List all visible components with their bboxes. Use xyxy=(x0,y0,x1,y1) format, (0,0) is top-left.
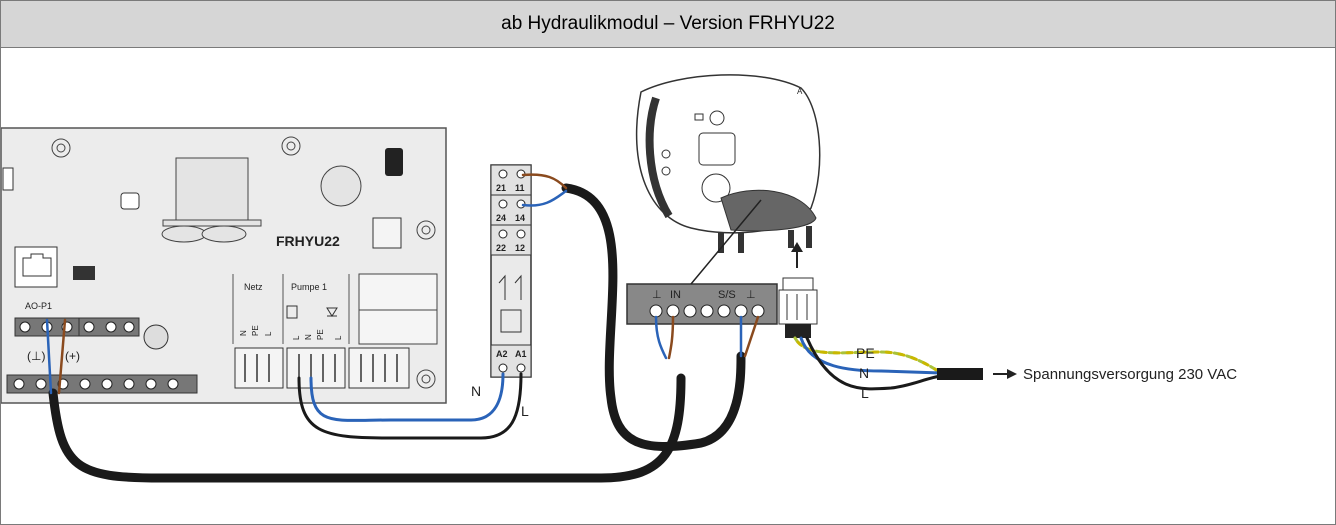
pump-terminal-block: ⊥ IN S/S ⊥ xyxy=(626,283,778,325)
circulation-pump: A xyxy=(635,74,821,253)
wiring-diagram: FRHYU22 AO-P1 (⊥) (+) xyxy=(1,74,1237,483)
pin-label: L xyxy=(292,335,301,340)
pump-connector-cover xyxy=(720,189,817,232)
section-pumpe-label: Pumpe 1 xyxy=(291,282,327,292)
relay-terminal-label: 12 xyxy=(515,243,525,253)
supply-cable xyxy=(937,368,983,380)
pump-display-icon xyxy=(698,132,736,166)
relay-terminal-label: 21 xyxy=(496,183,506,193)
board-name: FRHYU22 xyxy=(276,233,340,249)
pump-dial-icon xyxy=(701,173,731,203)
diagram-title: ab Hydraulikmodul – Version FRHYU22 xyxy=(501,13,835,34)
relay-terminal-label: 24 xyxy=(496,213,506,223)
dip-switch-icon xyxy=(73,266,95,280)
mounting-screw-icon xyxy=(51,136,436,389)
analog-terminal-block xyxy=(14,317,140,337)
wire-label-l2: L xyxy=(861,385,869,401)
cable-ao-pump xyxy=(48,373,686,483)
relay-contact-icon xyxy=(498,274,522,300)
pin-label: L xyxy=(334,335,343,340)
pin-label: L xyxy=(264,331,273,336)
wire-l xyxy=(297,372,523,440)
section-netz-label: Netz xyxy=(244,282,263,292)
wire-blue xyxy=(45,318,53,395)
wire-supply-n xyxy=(799,336,943,375)
pin-label: PE xyxy=(251,325,260,336)
wire-label-pe: PE xyxy=(856,345,875,361)
svg-text:A: A xyxy=(797,87,803,96)
polarity-plus-label: (+) xyxy=(65,349,80,363)
pin-label: PE xyxy=(316,329,325,340)
bottom-terminal-block xyxy=(6,374,198,394)
pump-terminal-label: IN xyxy=(670,289,681,301)
relay-terminal-label: A1 xyxy=(515,349,527,359)
wire-label-n: N xyxy=(471,383,481,399)
pump-terminal-label: S/S xyxy=(718,289,736,301)
cable-relay-pump xyxy=(561,183,746,452)
wire-label-l: L xyxy=(521,403,529,419)
pump-terminal-label: ⊥ xyxy=(746,289,756,301)
pump-terminal-label: ⊥ xyxy=(652,289,662,301)
transformer-icon xyxy=(175,157,249,222)
relay-symbol-icon xyxy=(286,305,298,319)
triac-symbol-icon xyxy=(326,307,338,317)
wire-brown xyxy=(57,318,67,395)
rotary-switch-icon xyxy=(143,324,169,350)
relay-terminal-label: 22 xyxy=(496,243,506,253)
pin-label: N xyxy=(304,334,313,340)
wire-supply-l xyxy=(805,336,943,391)
relay-coil-icon xyxy=(500,309,522,333)
connector-icon xyxy=(372,217,402,249)
fuse-icon xyxy=(385,148,403,176)
relay-terminal-label: 14 xyxy=(515,213,525,223)
capacitor-icon xyxy=(320,165,362,207)
wire-n xyxy=(309,372,505,422)
wire-label-n2: N xyxy=(859,365,869,381)
pin-label: N xyxy=(239,330,248,336)
power-terminal-block xyxy=(234,347,410,389)
polarity-ground-label: (⊥) xyxy=(27,349,45,363)
chip-icon xyxy=(120,192,140,210)
relay-module: 21 11 24 14 22 12 A2 A1 xyxy=(490,164,532,378)
supply-label: Spannungsversorgung 230 VAC xyxy=(1023,366,1237,383)
relay-terminal-label: 11 xyxy=(515,183,525,193)
relay-terminal-label: A2 xyxy=(496,349,508,359)
power-plug-icon xyxy=(778,277,818,338)
controller-board: FRHYU22 AO-P1 (⊥) (+) xyxy=(1,127,447,404)
port-label: AO-P1 xyxy=(25,301,52,311)
diagram-header: ab Hydraulikmodul – Version FRHYU22 xyxy=(1,1,1335,48)
